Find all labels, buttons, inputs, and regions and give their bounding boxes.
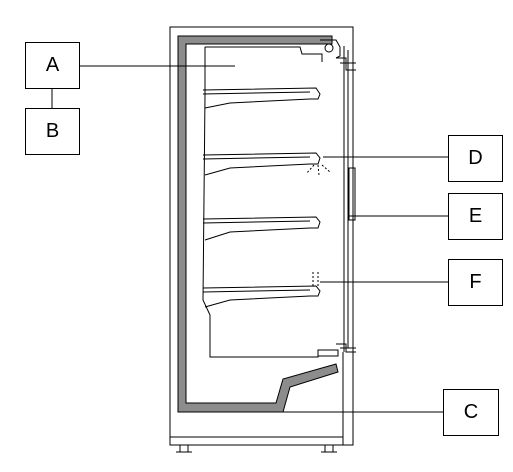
label-a-text: A (45, 54, 60, 76)
sensor-marks (312, 272, 319, 287)
label-c-text: C (463, 401, 479, 423)
foot-right (324, 444, 334, 453)
label-box-a: A (25, 42, 80, 89)
cabinet-body (169, 26, 356, 446)
label-d-text: D (468, 147, 483, 169)
insulation-wall (177, 35, 339, 413)
spray-nozzle-marks (305, 164, 331, 176)
label-box-b: B (25, 108, 80, 155)
shelf-2 (202, 152, 321, 176)
top-air-duct (320, 39, 356, 71)
bottom-air-return (317, 343, 356, 357)
shelf-3 (202, 216, 321, 241)
leader-lines (51, 65, 448, 413)
label-f-text: F (469, 271, 482, 293)
label-box-e: E (448, 193, 503, 240)
label-e-text: E (468, 205, 483, 227)
label-b-text: B (45, 120, 60, 142)
cabinet-outer-frame (169, 26, 354, 446)
label-box-d: D (448, 135, 503, 182)
shelf-1 (202, 87, 321, 109)
label-box-f: F (448, 259, 503, 306)
foot-left (179, 444, 189, 453)
label-box-c: C (443, 389, 499, 436)
cabinet-base (170, 436, 343, 453)
shelf-4 (202, 285, 321, 308)
door-handle (348, 167, 356, 221)
